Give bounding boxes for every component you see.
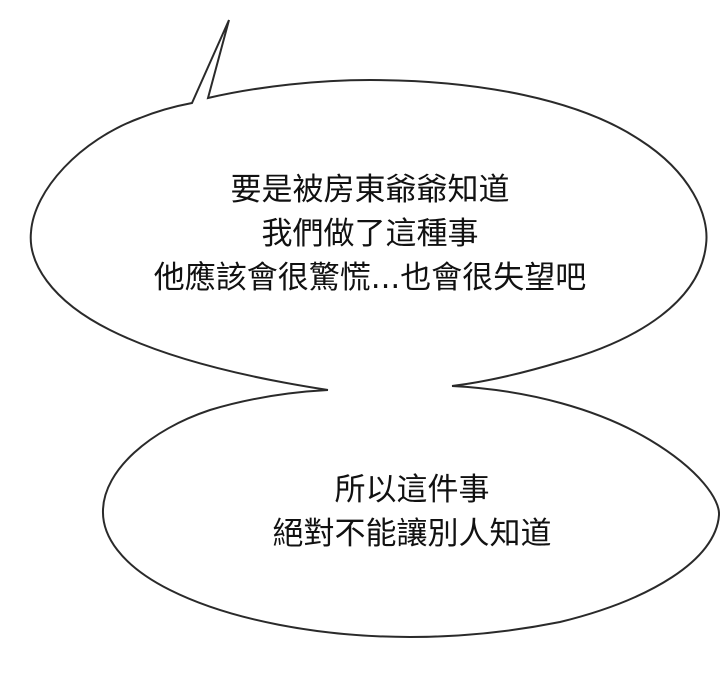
top-bubble-line-1: 要是被房東爺爺知道 — [230, 172, 510, 208]
top-speech-bubble — [29, 19, 708, 391]
top-bubble-text: 要是被房東爺爺知道 我們做了這種事 他應該會很驚慌...也會很失望吧 — [110, 168, 630, 300]
bottom-bubble-line-1: 所以這件事 — [334, 472, 490, 508]
bottom-bubble-text: 所以這件事 絕對不能讓別人知道 — [212, 468, 612, 556]
top-bubble-line-3: 他應該會很驚慌...也會很失望吧 — [153, 260, 587, 296]
bottom-speech-bubble — [101, 385, 720, 639]
top-bubble-line-2: 我們做了這種事 — [261, 216, 479, 252]
bottom-bubble-line-2: 絕對不能讓別人知道 — [272, 516, 552, 552]
